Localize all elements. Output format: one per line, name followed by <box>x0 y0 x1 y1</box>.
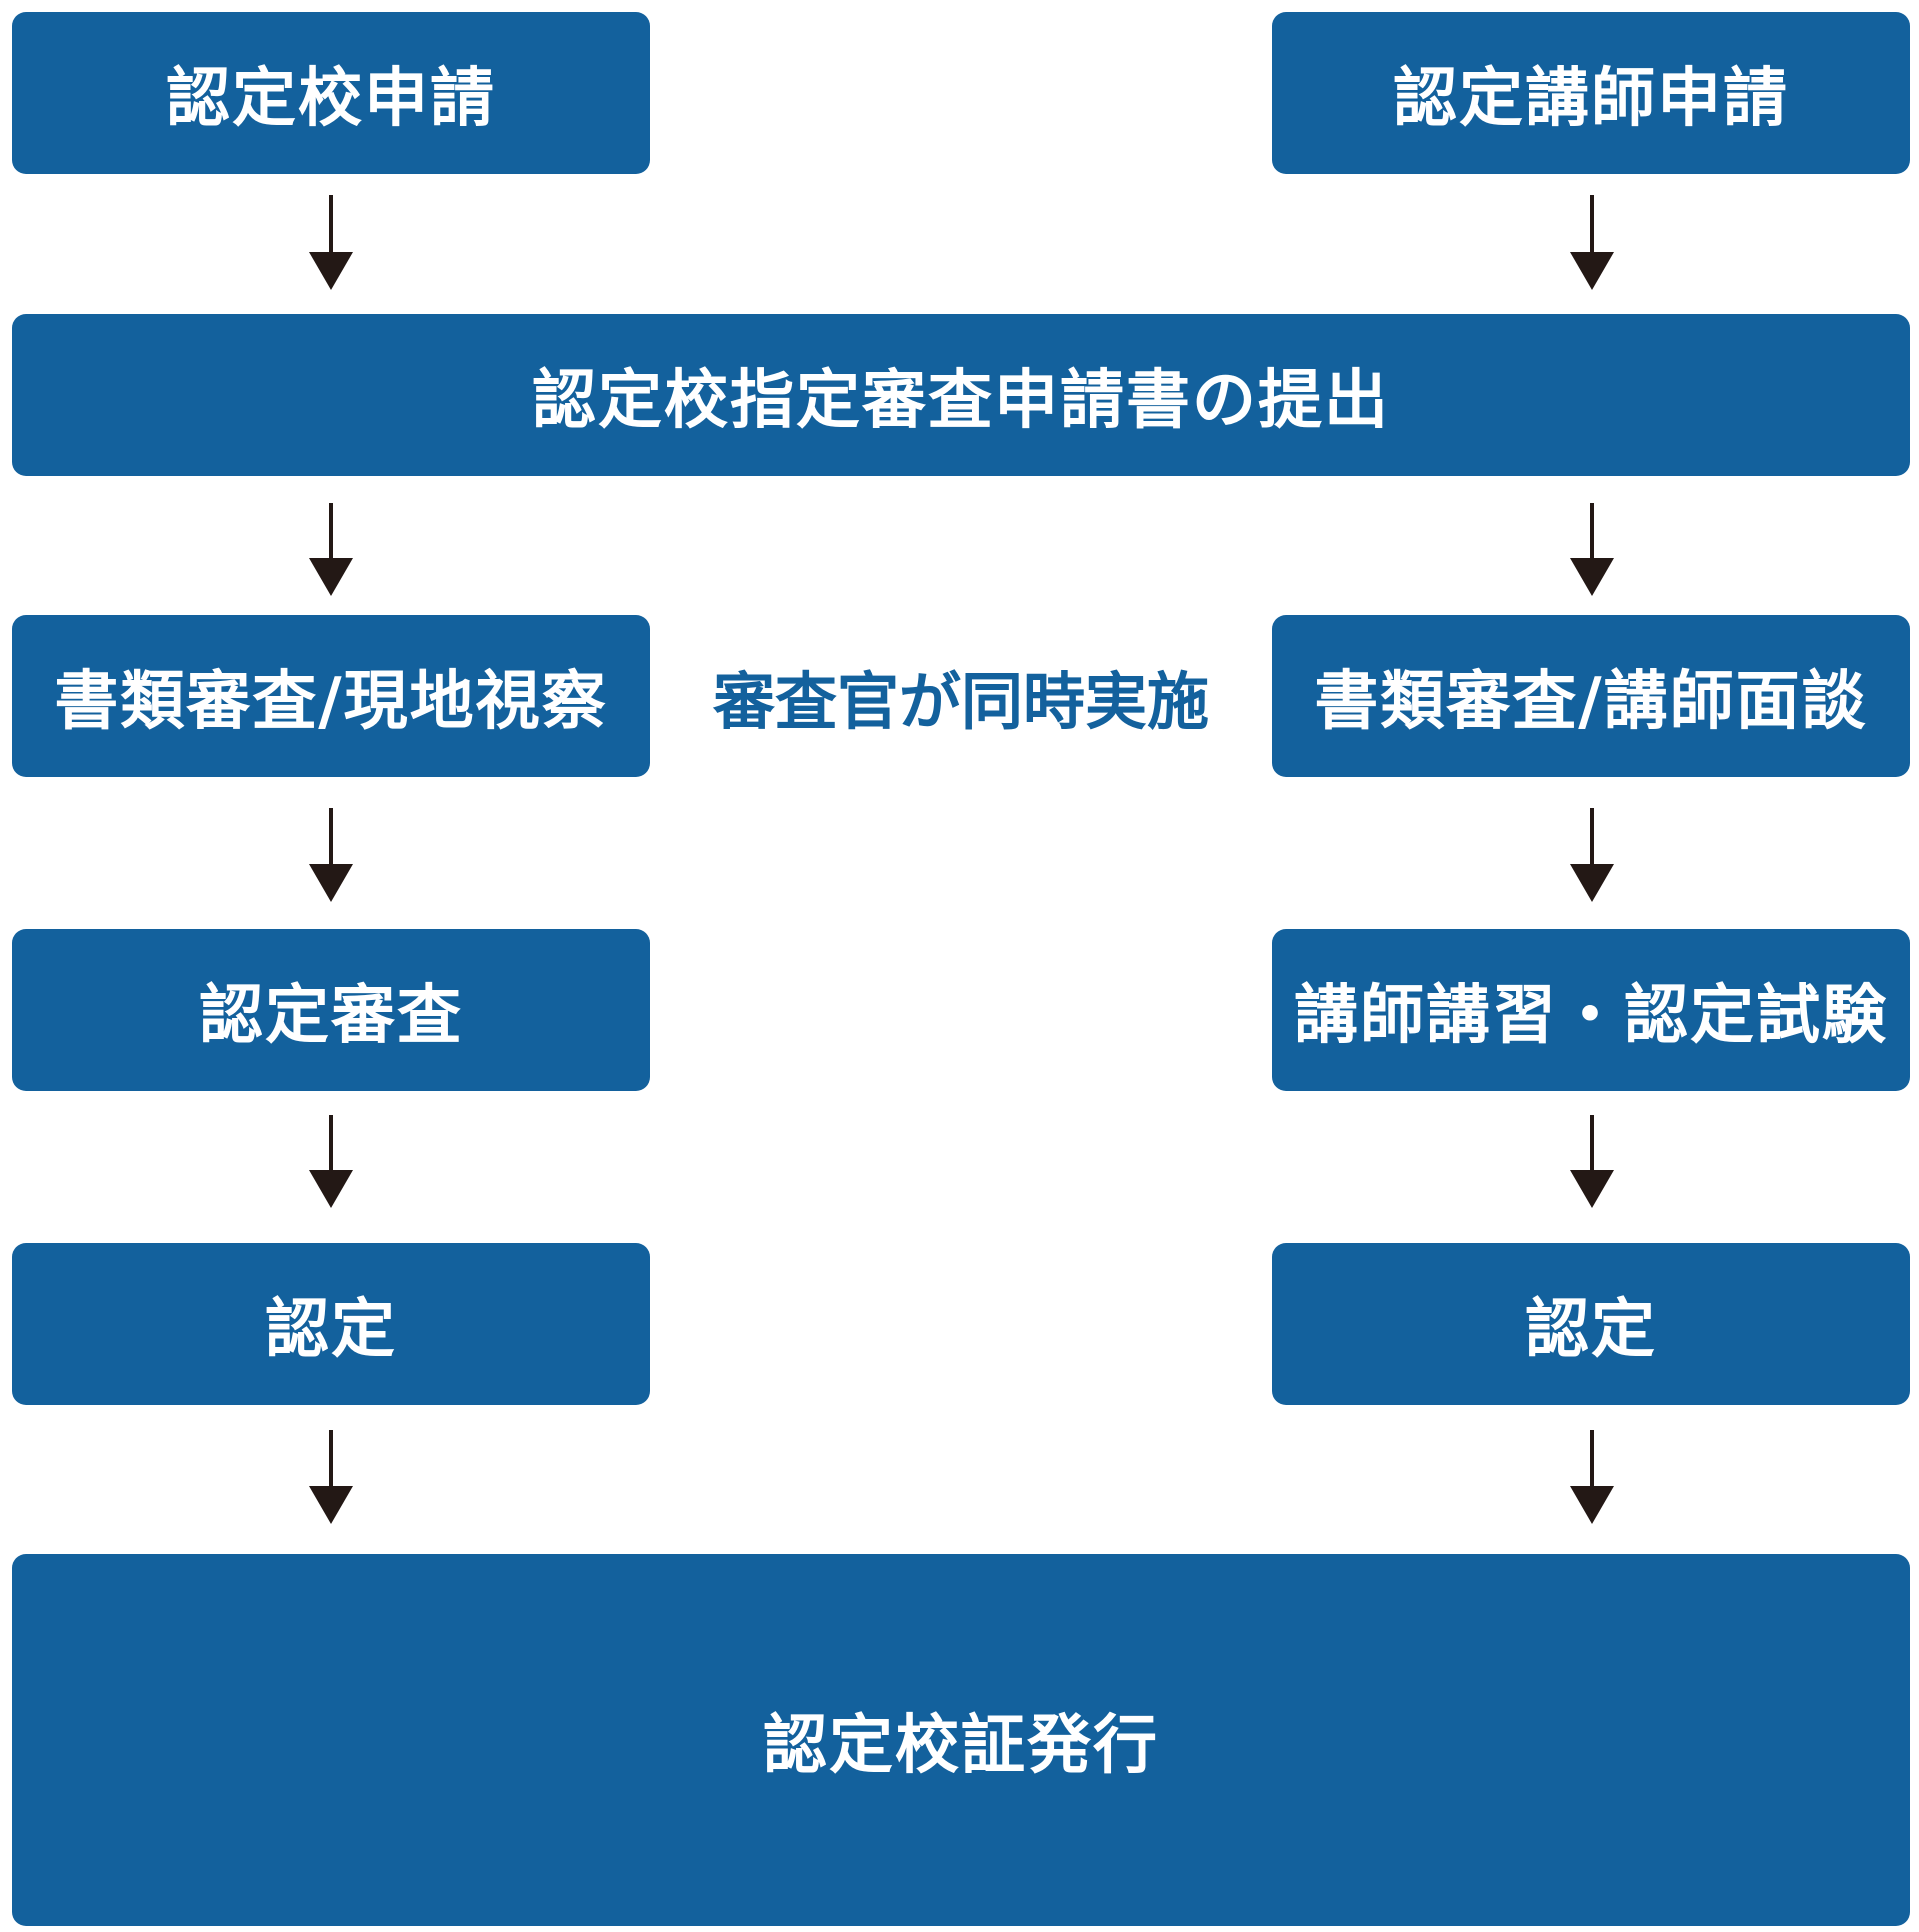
submit-box: 認定校指定審査申請書の提出 <box>12 314 1910 476</box>
arrow-left-4-head <box>309 1170 353 1208</box>
arrow-group <box>309 195 1614 1524</box>
arrow-right-2-head <box>1570 558 1614 596</box>
arrow-right-1-head <box>1570 252 1614 290</box>
arrow-left-3-head <box>309 864 353 902</box>
arrow-right-4-head <box>1570 1170 1614 1208</box>
left-review-box: 書類審査/現地視察 <box>12 615 650 777</box>
issue-box: 認定校証発行 <box>12 1554 1910 1926</box>
right-certify-box: 認定 <box>1272 1243 1910 1405</box>
right-exam-box: 講師講習・認定試験 <box>1272 929 1910 1091</box>
arrow-right-5-head <box>1570 1486 1614 1524</box>
simultaneous-note: 審査官が同時実施 <box>712 665 1209 738</box>
arrow-left-5-head <box>309 1486 353 1524</box>
right-apply-box: 認定講師申請 <box>1272 12 1910 174</box>
right-review-box: 書類審査/講師面談 <box>1272 615 1910 777</box>
arrow-left-1-head <box>309 252 353 290</box>
left-exam-box: 認定審査 <box>12 929 650 1091</box>
arrow-right-3-head <box>1570 864 1614 902</box>
arrow-left-2-head <box>309 558 353 596</box>
left-apply-box: 認定校申請 <box>12 12 650 174</box>
left-certify-box: 認定 <box>12 1243 650 1405</box>
